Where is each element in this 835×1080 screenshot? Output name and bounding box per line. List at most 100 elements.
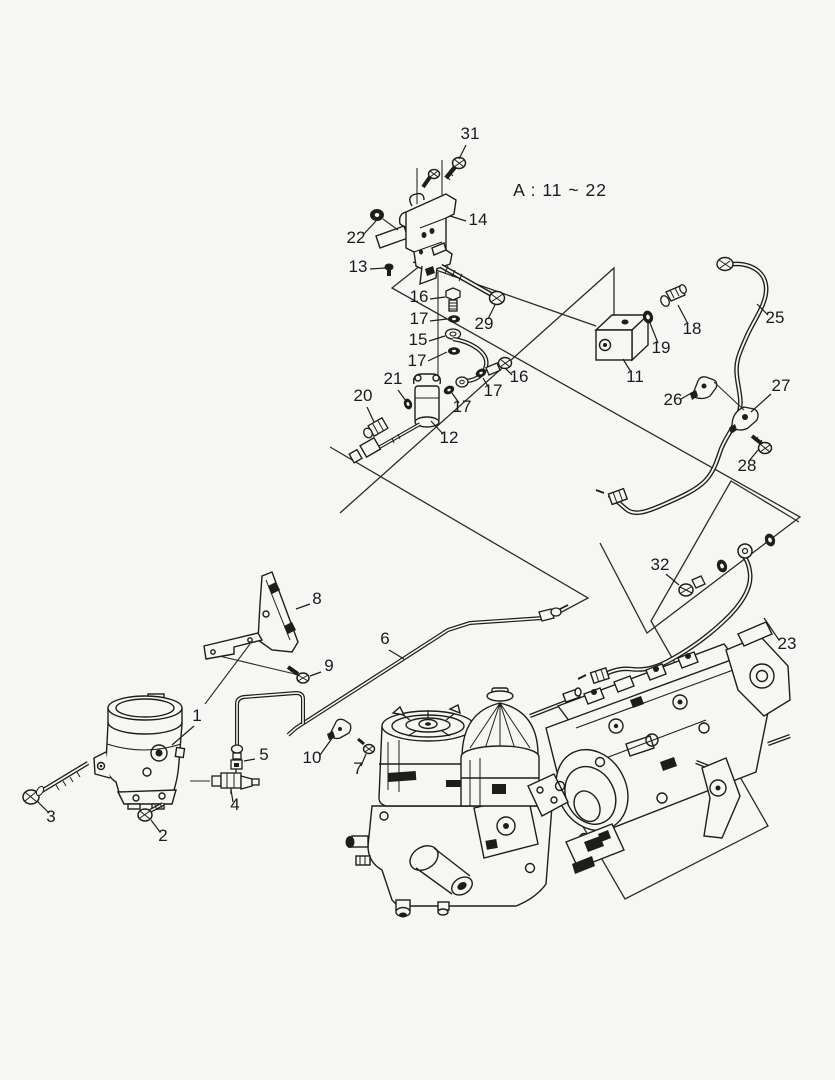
- part-callout-18: 18: [683, 319, 702, 338]
- part-washer-21: [403, 398, 413, 410]
- part-callout-3: 3: [46, 807, 55, 826]
- assembly-leader-lines: [190, 160, 443, 782]
- section-plane-edge: [329, 446, 590, 615]
- callout-leader-5: [243, 758, 256, 762]
- section-plane-edge: [412, 261, 597, 327]
- part-callout-29: 29: [475, 314, 494, 333]
- part-callout-31: 31: [461, 124, 480, 143]
- part-callout-20: 20: [354, 386, 373, 405]
- callout-leader-2: [150, 819, 161, 833]
- callout-leader-14: [449, 215, 467, 222]
- part-screw-13: [384, 263, 394, 276]
- part-callout-12: 12: [440, 428, 459, 447]
- callout-leader-13: [369, 267, 386, 270]
- section-note: A : 11 ~ 22: [513, 180, 607, 200]
- part-callout-13: 13: [349, 257, 368, 276]
- part-callout-11: 11: [626, 367, 644, 386]
- callout-leader-3: [36, 800, 50, 814]
- callout-leader-27: [750, 393, 772, 413]
- part-bolt-29: [439, 263, 506, 306]
- callout-leader-23: [763, 617, 780, 641]
- part-bracket-8: [203, 571, 299, 660]
- part-fitting-20: [363, 416, 389, 439]
- part-callout-25: 25: [766, 308, 785, 327]
- part-fuel-pipe-6: [286, 604, 569, 737]
- part-bracket-14: [375, 192, 457, 286]
- part-callout-21: 21: [384, 369, 403, 388]
- part-washer-19: [642, 310, 654, 324]
- part-screw-7: [357, 737, 376, 755]
- callout-leader-7: [360, 753, 367, 767]
- part-connector-5-and-valve-4: [211, 744, 260, 794]
- part-callout-4: 4: [230, 795, 239, 814]
- part-injection-pump: [527, 621, 791, 874]
- callout-leader-20: [366, 406, 375, 423]
- callout-leader-26: [680, 391, 694, 400]
- callout-leader-15: [428, 335, 446, 342]
- callout-leader-21: [397, 389, 407, 402]
- section-plane-edge: [390, 260, 802, 634]
- part-clamp-27: [713, 381, 759, 434]
- part-junction-block-11: [594, 313, 650, 362]
- callout-leader-25: [756, 303, 769, 316]
- part-fuel-filter-assembly: [345, 687, 582, 918]
- part-nut-22: [370, 209, 399, 231]
- part-callout-5: 5: [259, 745, 268, 764]
- part-callout-16: 16: [410, 287, 429, 306]
- callout-leader-4: [230, 789, 234, 803]
- callout-leader-19: [649, 322, 659, 344]
- callout-leader-10: [319, 736, 334, 756]
- part-clamp-26: [690, 376, 718, 400]
- callout-leader-9: [309, 671, 322, 677]
- callout-leader-18: [677, 304, 689, 325]
- callout-leader-17: [482, 377, 490, 389]
- part-callout-16: 16: [510, 367, 529, 386]
- part-bolt-3: [22, 761, 90, 805]
- part-callout-1: 1: [192, 706, 201, 725]
- part-banjo-washers-and-bolt-32: [678, 533, 776, 597]
- callout-leader-22: [362, 220, 377, 236]
- part-bolt-28: [750, 434, 773, 455]
- part-callout-22: 22: [347, 228, 366, 247]
- callout-leader-1: [171, 725, 195, 746]
- part-callout-9: 9: [324, 656, 333, 675]
- part-callout-6: 6: [380, 629, 389, 648]
- part-callout-2: 2: [158, 826, 167, 845]
- callout-leader-31: [458, 144, 467, 160]
- part-bolt-31-pair: [421, 156, 467, 189]
- part-fitting-18: [660, 284, 687, 307]
- callout-leader-29: [487, 304, 496, 320]
- callout-leader-32: [665, 573, 680, 586]
- part-clamp-10: [327, 718, 352, 740]
- callout-leader-16: [504, 367, 513, 376]
- callout-leader-12: [430, 420, 444, 435]
- callout-leader-17: [451, 392, 460, 404]
- part-solenoid-12: [348, 373, 442, 464]
- callout-leader-17: [429, 318, 448, 322]
- part-u-bend-pipe: [235, 690, 305, 746]
- part-callout-8: 8: [312, 589, 321, 608]
- part-callout-14: 14: [469, 210, 488, 229]
- part-pump-head-1: [93, 693, 186, 810]
- part-callout-26: 26: [664, 390, 683, 409]
- part-bolt-2: [137, 802, 164, 822]
- part-callout-27: 27: [772, 376, 791, 395]
- section-plane-edge: [339, 266, 615, 514]
- callout-leader-6: [388, 649, 405, 660]
- part-fuel-pipe-23: [577, 543, 753, 685]
- part-callout-32: 32: [651, 555, 670, 574]
- part-callout-19: 19: [652, 338, 671, 357]
- part-callout-17: 17: [408, 351, 427, 370]
- part-fuel-return-pipe-25: [595, 256, 769, 516]
- part-callout-15: 15: [409, 330, 428, 349]
- callout-leader-17: [427, 351, 448, 362]
- part-overflow-fitting-chain: [443, 287, 513, 395]
- callout-leader-16: [429, 296, 446, 300]
- part-callout-17: 17: [453, 397, 472, 416]
- part-callout-28: 28: [738, 456, 757, 475]
- part-bolt-9: [286, 665, 310, 684]
- part-callout-7: 7: [353, 759, 362, 778]
